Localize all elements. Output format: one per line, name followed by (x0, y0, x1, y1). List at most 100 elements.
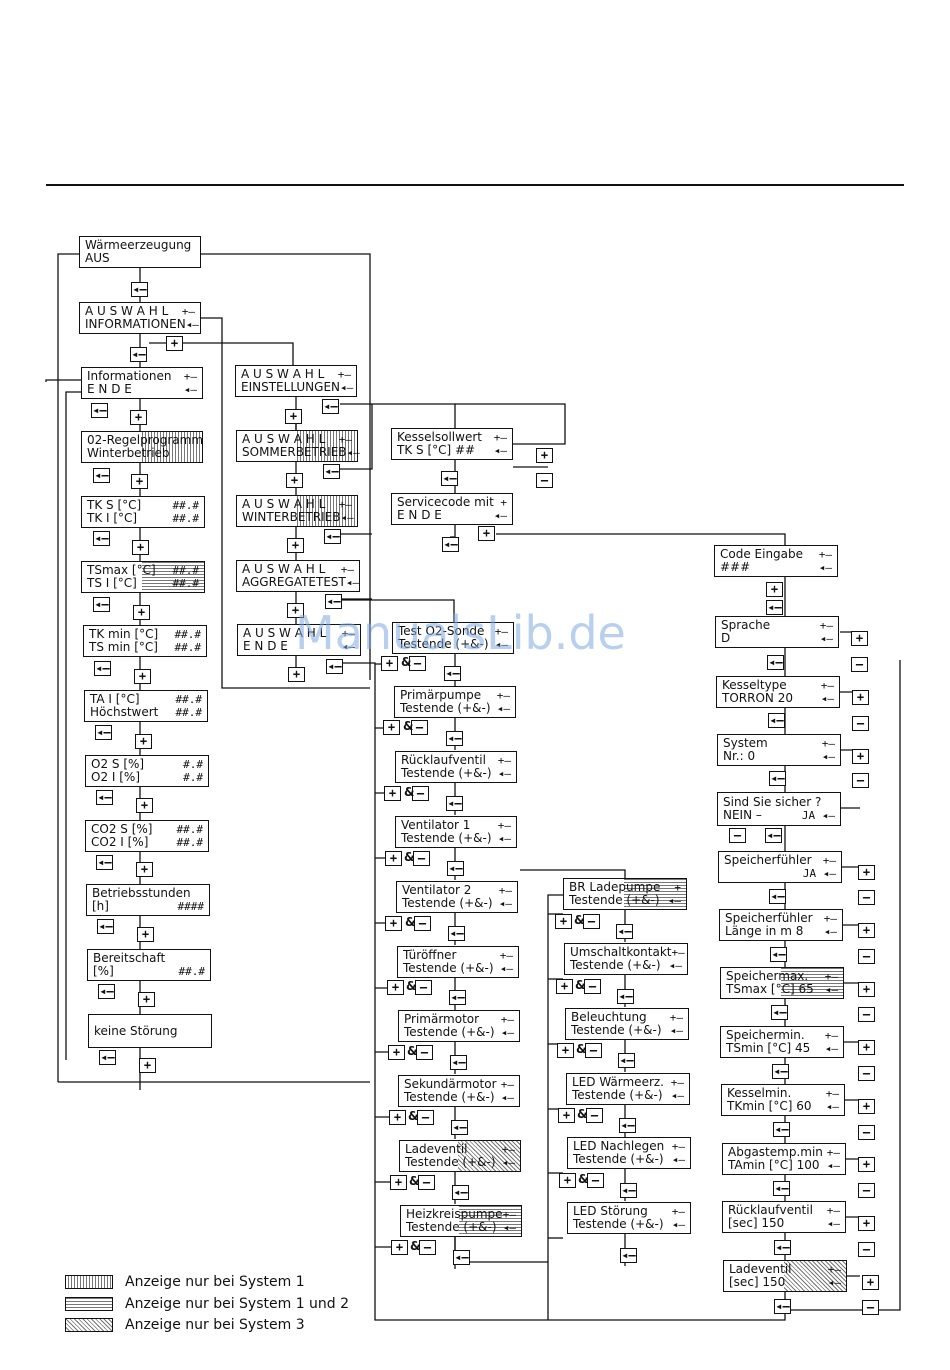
plus-key-icon: + (133, 605, 150, 620)
ruecklaufventil-sec-display: Rücklaufventil+–[sec] 150◂– (722, 1201, 846, 1233)
enter-key-icon: ◂– (94, 661, 111, 676)
minus-key-icon: – (858, 1007, 875, 1022)
display-line-1: Rücklaufventil+– (728, 1204, 840, 1218)
display-value: +– (498, 884, 512, 897)
display-line-1: BR Ladepumpe+ (569, 881, 681, 895)
display-line-2: AGGREGATETEST◂– (242, 576, 359, 590)
plus-key-icon: + (766, 582, 783, 597)
display-value: ◂– (826, 1217, 840, 1230)
display-text: Länge in m 8 (725, 924, 804, 938)
plus-key-icon: + (389, 1110, 406, 1125)
kesselsollwert-display: Kesselsollwert+–TK S [°C] ##◂– (391, 428, 513, 460)
enter-key-icon: ◂– (130, 347, 147, 362)
display-line-1: Kesselmin.+– (727, 1087, 839, 1101)
display-line-2: [h]#### (92, 899, 204, 914)
enter-key-icon: ◂– (91, 403, 108, 418)
display-line-2: E N D E◂– (243, 640, 355, 654)
plus-key-icon: + (478, 526, 495, 541)
display-value: ◂– (500, 1091, 514, 1104)
display-value: ◂– (497, 767, 511, 780)
enter-key-icon: ◂– (617, 989, 634, 1004)
display-line-2: [%]##.# (93, 965, 206, 979)
display-line-1: A U S W A H L +– (242, 562, 354, 577)
led-stoerung-display: LED Störung+–Testende (+&-)◂– (567, 1202, 691, 1234)
minus-key-icon: – (858, 890, 875, 905)
enter-key-icon: ◂– (766, 600, 783, 615)
and-symbol: & (578, 1172, 589, 1186)
display-value: #.# (183, 771, 203, 784)
display-value: ◂– (185, 318, 199, 331)
display-line-1: Ladeventil+– (729, 1263, 841, 1277)
enter-key-icon: ◂– (449, 990, 466, 1005)
enter-key-icon: ◂– (93, 531, 110, 546)
display-text: A U S W A H L (242, 562, 326, 576)
minus-key-icon: – (414, 916, 431, 931)
display-line-2: TK S [°C] ##◂– (397, 444, 507, 458)
display-text: Winterbetrieb (87, 446, 170, 460)
display-value: ◂– (824, 983, 838, 996)
display-text: Ventilator 2 (402, 883, 472, 897)
display-text: Testende (+&-) (400, 701, 491, 715)
display-line-1: A U S W A H L+– (85, 305, 195, 319)
display-line-1: LED Störung+– (573, 1205, 685, 1219)
display-line-1: TK min [°C]##.# (89, 628, 201, 642)
kessel-loop (455, 403, 566, 445)
plus-key-icon: + (388, 1045, 405, 1060)
and-symbol: & (406, 979, 417, 993)
display-text: Abgastemp.min (728, 1145, 823, 1159)
plus-key-icon: + (558, 1108, 575, 1123)
display-text: Testende (+&-) (573, 1152, 664, 1166)
display-text: Bereitschaft (93, 951, 166, 965)
display-line-2: Länge in m 8◂– (725, 924, 837, 939)
and-symbol: & (408, 1109, 419, 1123)
display-text: TAmin [°C] 100 (728, 1158, 820, 1172)
minus-key-icon: – (858, 1066, 875, 1081)
minus-key-icon: – (584, 979, 601, 994)
display-value: +– (825, 1087, 839, 1100)
display-text: keine Störung (94, 1023, 178, 1038)
display-value: +– (820, 679, 834, 692)
enter-key-icon: ◂– (771, 1005, 788, 1020)
and-symbol: & (576, 1042, 587, 1056)
display-value: ##.# (175, 706, 203, 719)
display-text: TA I [°C] (90, 692, 140, 706)
display-line-2: Testende (+&-)◂– (403, 962, 513, 976)
display-text: Testende (+&-) (572, 1088, 663, 1102)
display-line-2: EINSTELLUNGEN◂– (241, 380, 353, 395)
display-value: ◂– (341, 640, 355, 653)
and-symbol: & (410, 1239, 421, 1253)
display-line-1: Beleuchtung+– (571, 1011, 683, 1025)
display-text: [h] (92, 899, 109, 913)
display-value: ##.# (178, 965, 206, 978)
display-text: EINSTELLUNGEN (241, 380, 341, 394)
display-text: Speicherfühler (725, 911, 813, 925)
display-text: Speichermin. (726, 1028, 805, 1042)
and-symbol: & (404, 785, 415, 799)
o2s-o2i-display: O2 S [%]#.#O2 I [%]#.# (85, 755, 209, 787)
display-text: TK I [°C] (87, 511, 138, 525)
display-line-1: Betriebsstunden (92, 887, 204, 900)
co2s-co2i-display: CO2 S [%]##.#CO2 I [%]##.# (85, 820, 209, 852)
display-value: +– (340, 563, 354, 576)
display-value: ◂– (827, 1276, 841, 1289)
display-text: Testende (+&-) (571, 1023, 662, 1037)
display-line-1: System+– (723, 737, 835, 751)
plus-key-icon: + (136, 862, 153, 877)
plus-key-icon: + (385, 851, 402, 866)
test-o2-sonde-display: Test O2-Sonde+–Testende (+&-)◂– (392, 622, 514, 654)
display-text: Informationen (87, 369, 172, 383)
plus-key-icon: + (288, 667, 305, 682)
display-line-1: A U S W A H L+– (242, 433, 352, 447)
display-line-2: TKmin [°C] 60◂– (727, 1100, 839, 1114)
enter-key-icon: ◂– (616, 924, 633, 939)
display-text: CO2 S [%] (91, 822, 153, 836)
display-value: ◂– (669, 1024, 683, 1037)
display-value: ◂– (667, 894, 681, 907)
enter-key-icon: ◂– (765, 828, 782, 843)
ventilator2-display: Ventilator 2+–Testende (+&-)◂– (396, 881, 518, 913)
display-line-2: INFORMATIONEN◂– (85, 318, 199, 332)
display-value: ◂– (497, 832, 511, 845)
display-value: +– (821, 737, 835, 750)
enter-key-icon: ◂– (773, 1181, 790, 1196)
